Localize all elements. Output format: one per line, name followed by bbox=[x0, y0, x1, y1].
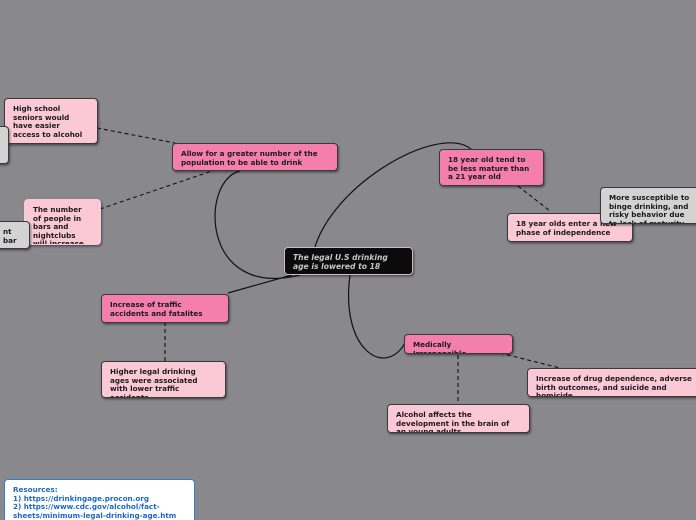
detail-label: More susceptible to binge drinking, and … bbox=[609, 193, 690, 224]
resources-note[interactable]: Resources: 1) https://drinkingage.procon… bbox=[4, 479, 195, 520]
topic-medically-irresponsible[interactable]: Medically Irresponsible bbox=[404, 334, 513, 354]
subtopic-label: Increase of drug dependence, adverse bir… bbox=[536, 374, 692, 397]
topic-label: 18 year old tend to be less mature than … bbox=[448, 155, 530, 182]
subtopic-label: The number of people in bars and nightcl… bbox=[33, 205, 84, 245]
link-root-medical bbox=[348, 274, 406, 359]
detail-label-partial: nt bar bbox=[3, 227, 17, 245]
resources-link-2[interactable]: 2) https://www.cdc.gov/alcohol/fact-shee… bbox=[13, 502, 177, 520]
topic-label: Increase of traffic accidents and fatali… bbox=[110, 300, 203, 318]
detail-offscreen-left-1[interactable] bbox=[0, 126, 9, 164]
topic-traffic-accidents[interactable]: Increase of traffic accidents and fatali… bbox=[101, 294, 229, 323]
subtopic-label: Alcohol affects the development in the b… bbox=[396, 410, 510, 433]
link-medical-drug bbox=[499, 352, 561, 369]
resources-heading: Resources: bbox=[13, 485, 58, 494]
topic-label: Medically Irresponsible bbox=[413, 340, 467, 354]
link-allow-bars bbox=[99, 170, 213, 210]
link-mature-phase bbox=[517, 185, 551, 212]
topic-allow-more-drinkers[interactable]: Allow for a greater number of the popula… bbox=[172, 143, 338, 171]
detail-binge-drinking[interactable]: More susceptible to binge drinking, and … bbox=[600, 187, 696, 224]
subtopic-drug-dependence[interactable]: Increase of drug dependence, adverse bir… bbox=[527, 368, 696, 397]
subtopic-higher-legal-ages[interactable]: Higher legal drinking ages were associat… bbox=[101, 361, 226, 398]
subtopic-brain-development[interactable]: Alcohol affects the development in the b… bbox=[387, 404, 530, 433]
root-topic-label: The legal U.S drinking age is lowered to… bbox=[293, 253, 388, 271]
link-allow-seniors bbox=[96, 127, 176, 144]
subtopic-label: High school seniors would have easier ac… bbox=[13, 104, 83, 139]
root-topic[interactable]: The legal U.S drinking age is lowered to… bbox=[284, 247, 413, 275]
link-root-allow bbox=[214, 170, 301, 279]
subtopic-high-school-seniors[interactable]: High school seniors would have easier ac… bbox=[4, 98, 98, 144]
topic-less-mature[interactable]: 18 year old tend to be less mature than … bbox=[439, 149, 544, 186]
subtopic-label: 18 year olds enter a new phase of indepe… bbox=[516, 219, 617, 237]
topic-label: Allow for a greater number of the popula… bbox=[181, 149, 318, 167]
link-root-traffic bbox=[227, 274, 293, 294]
subtopic-label: Higher legal drinking ages were associat… bbox=[110, 367, 198, 398]
detail-offscreen-left-2[interactable]: nt bar bbox=[0, 221, 30, 249]
resources-link-1[interactable]: 1) https://drinkingage.procon.org bbox=[13, 493, 150, 503]
link-root-mature bbox=[311, 142, 473, 262]
subtopic-bars-nightclubs[interactable]: The number of people in bars and nightcl… bbox=[24, 199, 101, 245]
